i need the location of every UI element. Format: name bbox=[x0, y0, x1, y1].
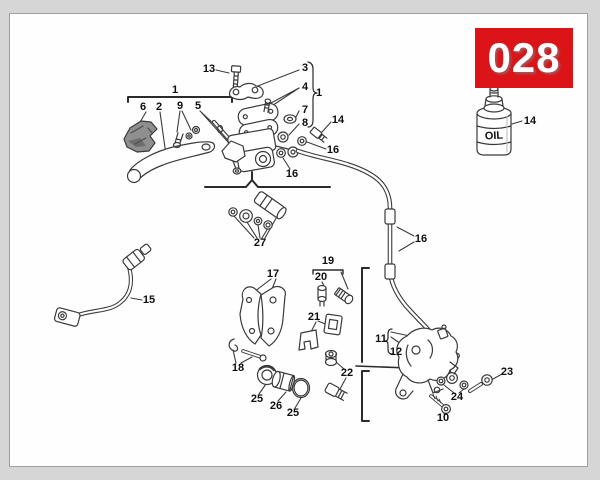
cover-screw bbox=[263, 98, 272, 113]
group-brackets bbox=[127, 61, 409, 422]
brake-hose bbox=[295, 148, 460, 385]
brake-lever bbox=[127, 141, 216, 182]
piston-kit bbox=[228, 191, 287, 230]
brake-pad bbox=[239, 286, 262, 345]
nut bbox=[277, 131, 289, 143]
master-cylinder-group bbox=[221, 65, 328, 175]
cap-nut bbox=[324, 349, 338, 367]
short-hose bbox=[53, 243, 152, 327]
pushrod bbox=[211, 119, 231, 141]
oil-bottle-label: OIL bbox=[484, 130, 503, 143]
lever-group bbox=[123, 119, 231, 184]
oil-bottle: OIL bbox=[476, 86, 512, 156]
page-number: 028 bbox=[487, 34, 561, 81]
retaining-clip bbox=[228, 338, 239, 352]
caliper-body bbox=[396, 327, 459, 384]
page-number-badge: 028 bbox=[475, 28, 573, 88]
caliper-banjo-bolt bbox=[468, 374, 493, 393]
lever-perch bbox=[123, 120, 158, 153]
brake-pad bbox=[260, 285, 286, 347]
pad-springs bbox=[298, 313, 343, 351]
clamp-bolt bbox=[230, 65, 242, 89]
lever-screws bbox=[172, 125, 201, 149]
mounting-bolt bbox=[429, 393, 452, 415]
bleed-valve-group bbox=[317, 284, 354, 307]
handlebar-clamp bbox=[229, 82, 264, 101]
diaphragm-cap bbox=[283, 114, 297, 124]
washer bbox=[297, 136, 307, 146]
banjo-washer bbox=[436, 376, 446, 386]
banjo-washer bbox=[459, 380, 469, 390]
caliper-group bbox=[395, 324, 493, 415]
caliper-seal-parts bbox=[256, 349, 348, 401]
fitting-bolt bbox=[324, 382, 348, 401]
banjo-bolt bbox=[309, 126, 328, 143]
pad-group bbox=[228, 285, 286, 362]
washer bbox=[276, 148, 286, 158]
lever-mount bbox=[221, 140, 246, 163]
